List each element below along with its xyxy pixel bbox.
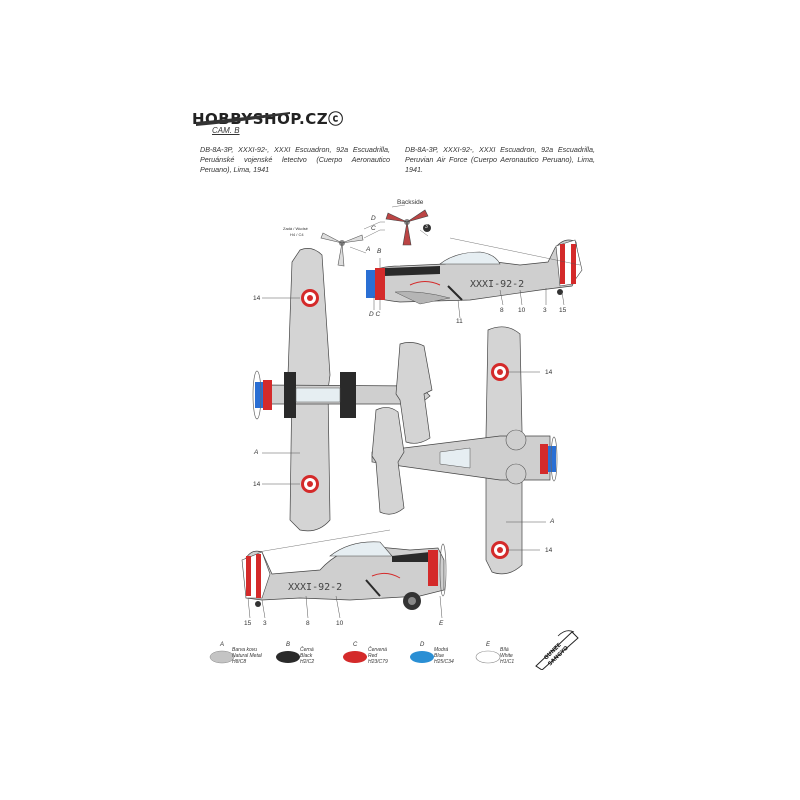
legend-text-e: Bílá White H1/C1 <box>500 647 514 665</box>
callout-14-top-lower: 14 <box>545 547 553 554</box>
callout-15-top: 15 <box>559 307 567 314</box>
callout-b: B <box>377 248 382 255</box>
color-legend-swatches <box>209 650 501 664</box>
description-czech: DB-8A-3P, XXXI-92-, XXXI Escuadron, 92a … <box>200 145 390 174</box>
legend-c-line1: Červená <box>368 647 387 653</box>
legend-b-line3: H2/C2 <box>300 659 315 665</box>
legend-letter-b: B <box>286 642 291 648</box>
callout-15-bottom: 15 <box>244 620 252 627</box>
underside-view <box>252 248 433 532</box>
gunze-sangyo-logo: GUNZE SANGYO <box>532 626 580 670</box>
serial-top-side: XXXI-92-2 <box>470 279 524 290</box>
legend-letter-d: D <box>420 642 425 648</box>
top-view <box>371 326 558 575</box>
callout-8-top: 8 <box>500 307 504 314</box>
legend-a-line3: H8/C8 <box>232 659 247 665</box>
callout-14-under-upper: 14 <box>253 295 261 302</box>
legend-letter-a: A <box>220 642 225 648</box>
legend-text-b: Černá Black H2/C2 <box>300 647 314 665</box>
legend-text-a: Barva kovu Natural Metal H8/C8 <box>232 647 262 665</box>
callout-8-bottom: 8 <box>306 620 310 627</box>
callout-14-top-upper: 14 <box>545 369 553 376</box>
legend-text-c: Červená Red H23/C79 <box>368 647 388 665</box>
legend-letter-e: E <box>486 642 491 648</box>
prop-front-note-2: H4 / C4 <box>290 232 304 237</box>
prop-front-note-1: Zadá / Wudsé <box>283 226 308 231</box>
callout-14-under-lower: 14 <box>253 481 261 488</box>
prop-label-d: D <box>371 215 376 222</box>
prop-decal-3: 3 <box>425 224 428 230</box>
propeller-front-view <box>320 232 364 267</box>
propeller-backside-view <box>385 209 431 246</box>
prop-backside-label: Backside <box>397 199 424 206</box>
legend-b-line2: Black <box>300 653 313 659</box>
callout-dc: D C <box>369 311 381 318</box>
legend-d-line1: Modrá <box>434 647 449 653</box>
legend-a-line1: Barva kovu <box>232 647 258 653</box>
callout-11: 11 <box>456 318 463 325</box>
legend-e-line3: H1/C1 <box>500 659 515 665</box>
side-view-top: XXXI-92-2 <box>366 239 583 305</box>
serial-bottom-side: XXXI-92-2 <box>288 582 342 593</box>
callout-3-bottom: 3 <box>263 620 267 627</box>
legend-c-line2: Red <box>368 653 378 659</box>
legend-letter-c: C <box>353 642 358 648</box>
callout-10-top: 10 <box>518 307 526 314</box>
legend-d-line2: Blue <box>434 653 445 659</box>
callout-a-under: A <box>254 449 259 456</box>
prop-label-a-front: A <box>366 246 371 253</box>
camouflage-code: CAM. B <box>212 126 240 135</box>
legend-b-line1: Černá <box>300 647 314 653</box>
legend-a-line2: Natural Metal <box>232 653 262 659</box>
legend-c-line3: H23/C79 <box>368 659 388 665</box>
legend-d-line3: H25/C34 <box>434 659 454 665</box>
side-view-bottom: XXXI-92-2 <box>241 541 447 610</box>
description-english: DB-8A-3P, XXXI-92-, XXXI Escuadron, 92a … <box>405 145 595 174</box>
callout-3-top: 3 <box>543 307 547 314</box>
callout-a-top: A <box>550 518 555 525</box>
legend-e-line2: White <box>500 653 513 659</box>
legend-e-line1: Bílá <box>500 647 509 653</box>
callout-e-bottom: E <box>439 620 444 627</box>
prop-label-c: C <box>371 225 376 232</box>
legend-text-d: Modrá Blue H25/C34 <box>434 647 454 665</box>
prop-label-a-back: A <box>426 226 431 233</box>
callout-10-bottom: 10 <box>336 620 344 627</box>
